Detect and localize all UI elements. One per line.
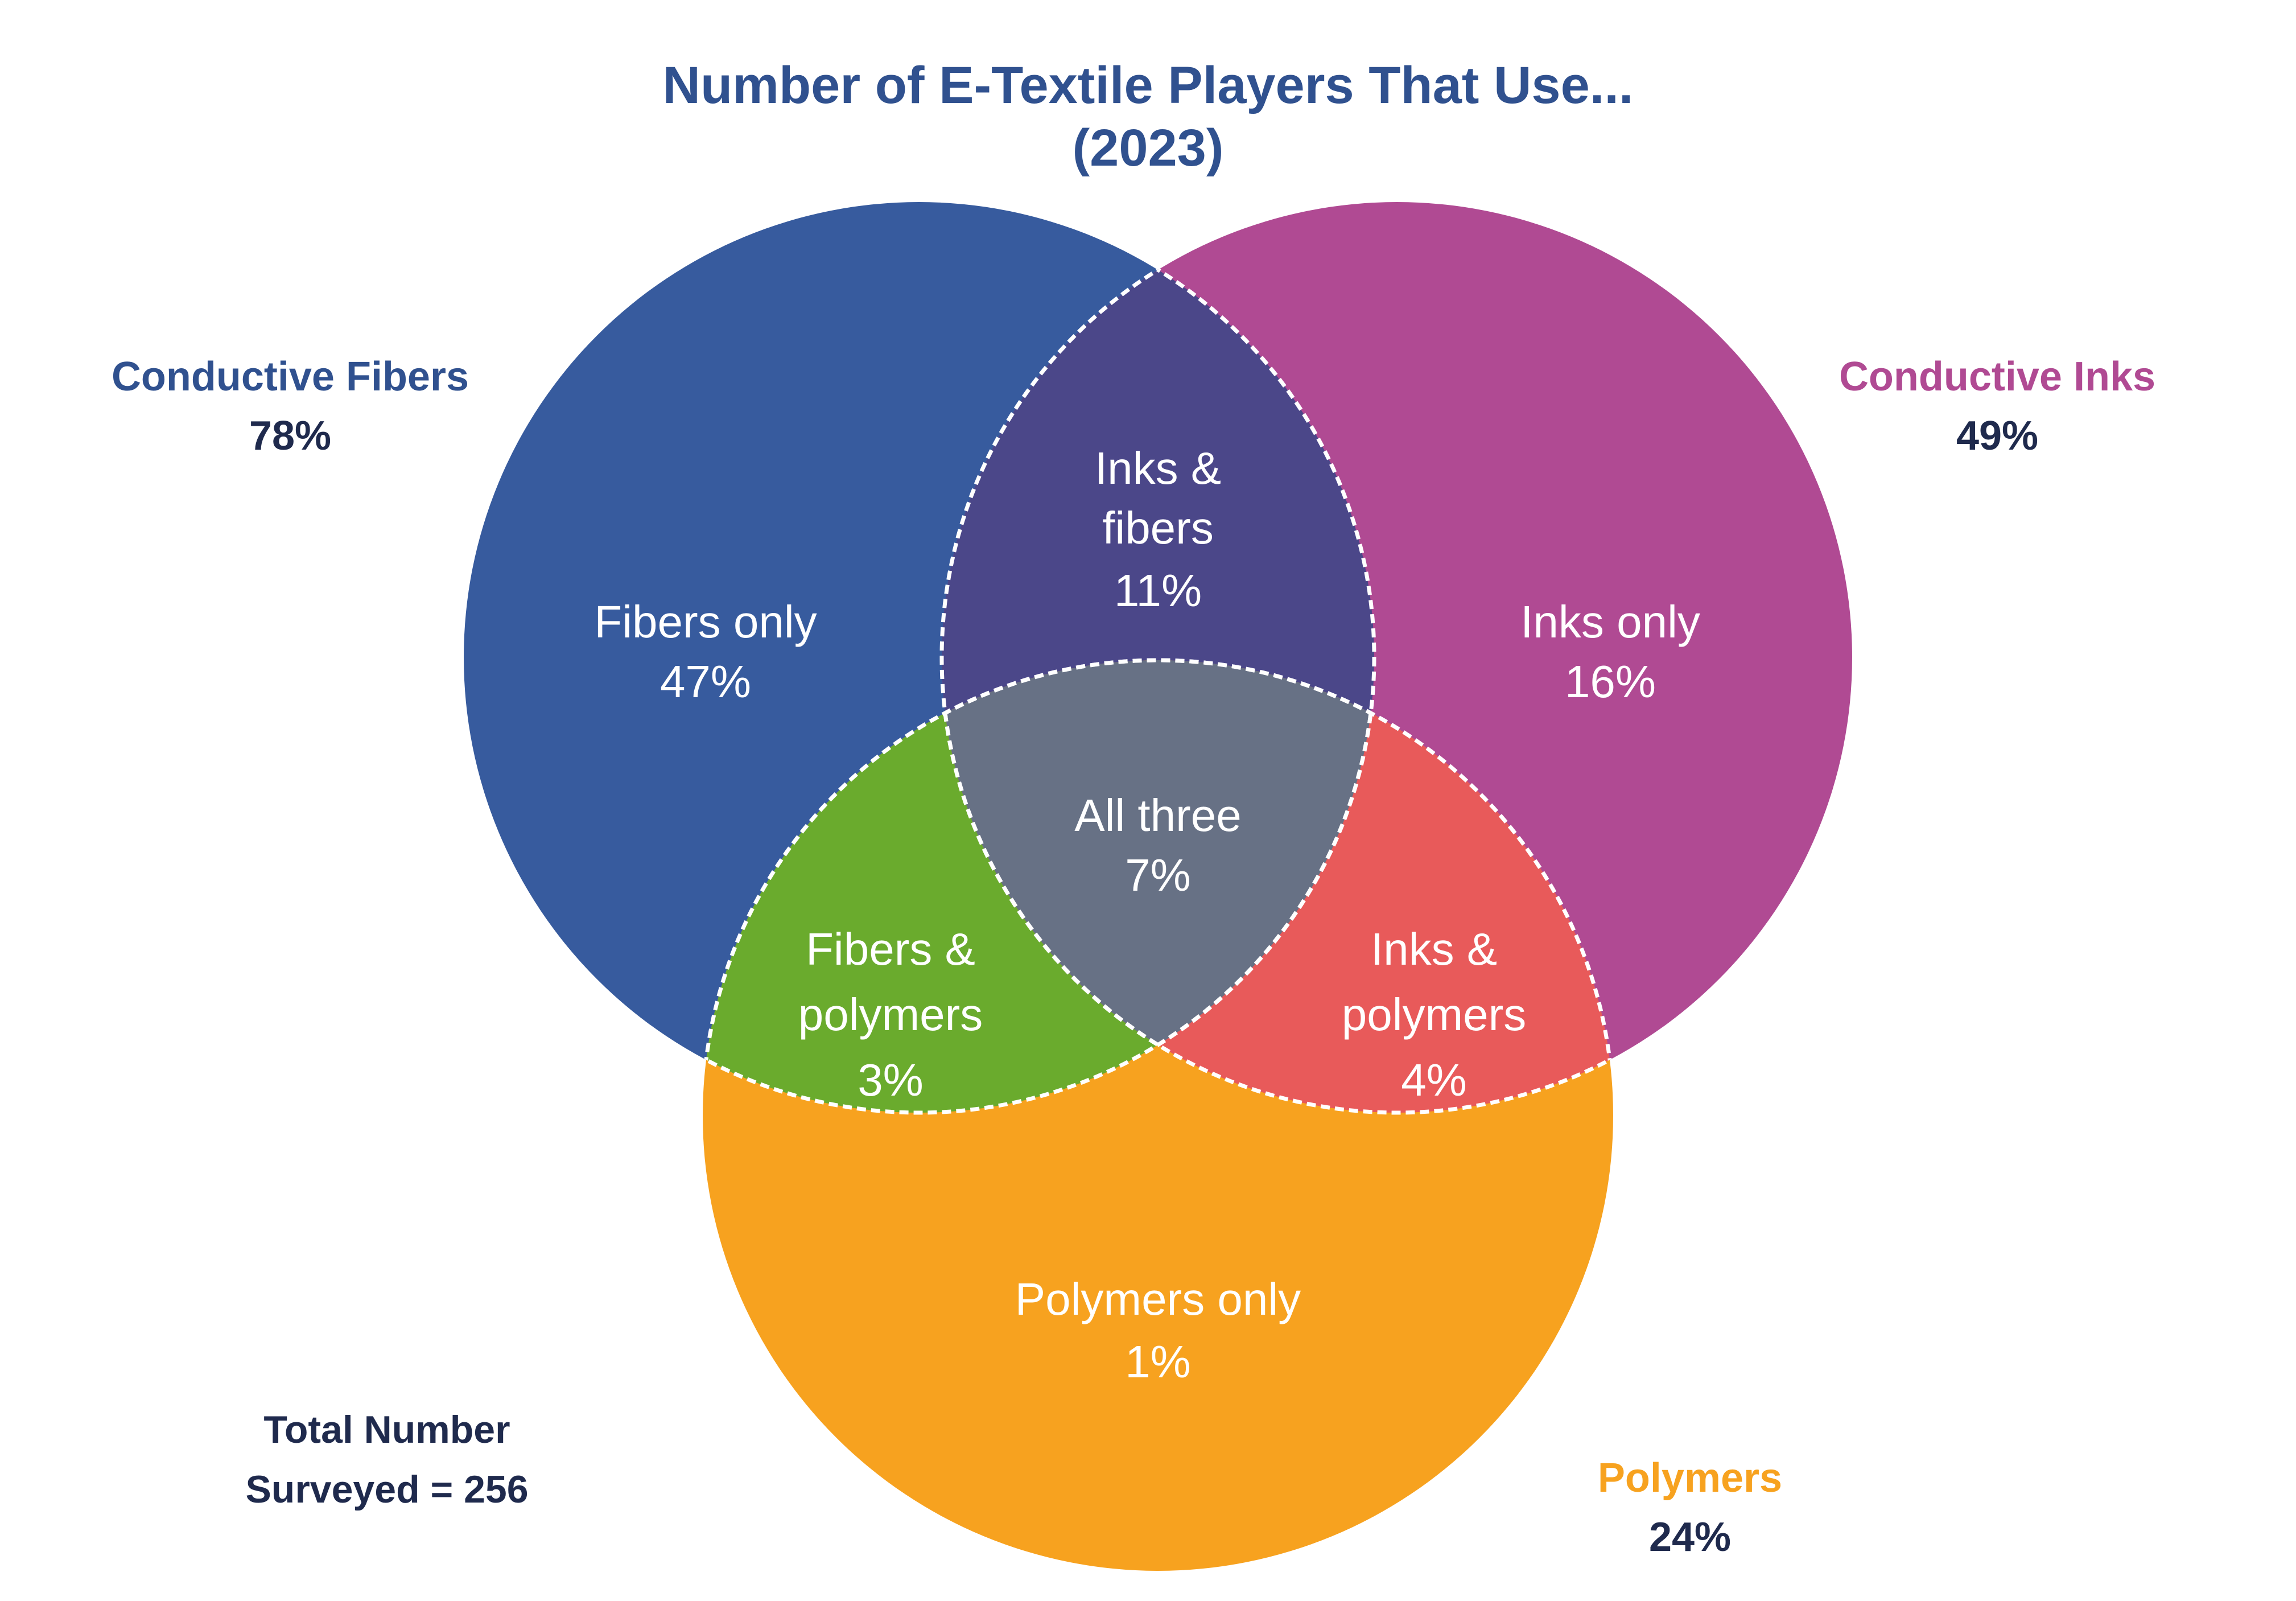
fibers-polymers-label-1: Fibers & <box>806 924 975 974</box>
all-three-label: All three <box>1074 790 1241 841</box>
total-line2: Surveyed = 256 <box>245 1468 529 1512</box>
fibers-polymers-pct: 3% <box>858 1055 924 1105</box>
inks-boundary-lower <box>939 660 1613 1115</box>
fibers-set-pct: 78% <box>249 413 332 459</box>
inks-set-pct: 49% <box>1956 413 2039 459</box>
inks-polymers-label-2: polymers <box>1342 989 1527 1040</box>
fibers-boundary <box>942 202 1376 1113</box>
inks-polymers-region <box>942 660 1613 1113</box>
chart-title: Number of E-Textile Players That Use... … <box>0 54 2296 180</box>
chart-title-line2: (2023) <box>1072 119 1224 178</box>
polymers-set-name: Polymers <box>1597 1455 1783 1501</box>
total-line1: Total Number <box>263 1408 510 1451</box>
fibers-only-pct: 47% <box>660 656 751 707</box>
inks-fibers-label-2: fibers <box>1102 503 1214 553</box>
polymers-only-label: Polymers only <box>1015 1274 1301 1324</box>
polymers-set-label: Polymers 24% <box>1491 1448 1889 1567</box>
inks-only-label: Inks only <box>1520 596 1700 647</box>
fibers-polymers-region <box>703 660 1374 1113</box>
inks-fibers-pct: 11% <box>1114 565 1202 616</box>
fibers-set-name: Conductive Fibers <box>111 354 469 400</box>
fibers-only-label: Fibers only <box>594 596 817 647</box>
inks-polymers-pct: 4% <box>1401 1055 1467 1105</box>
polymers-set-pct: 24% <box>1648 1514 1732 1561</box>
inks-set-label: Conductive Inks 49% <box>1741 347 2253 466</box>
inks-set-name: Conductive Inks <box>1839 354 2156 400</box>
inks-only-pct: 16% <box>1565 656 1656 707</box>
inks-fibers-label-1: Inks & <box>1095 443 1221 493</box>
total-surveyed-note: Total Number Surveyed = 256 <box>171 1400 603 1520</box>
all-three-pct: 7% <box>1125 850 1191 900</box>
inks-polymers-label-1: Inks & <box>1371 924 1497 974</box>
fibers-polymers-label-2: polymers <box>798 989 983 1040</box>
chart-title-line1: Number of E-Textile Players That Use... <box>662 56 1634 114</box>
fibers-set-label: Conductive Fibers 78% <box>34 347 546 466</box>
polymers-only-pct: 1% <box>1125 1336 1191 1387</box>
inks-boundary <box>939 202 1374 1113</box>
fibers-boundary-lower <box>703 660 1376 1115</box>
